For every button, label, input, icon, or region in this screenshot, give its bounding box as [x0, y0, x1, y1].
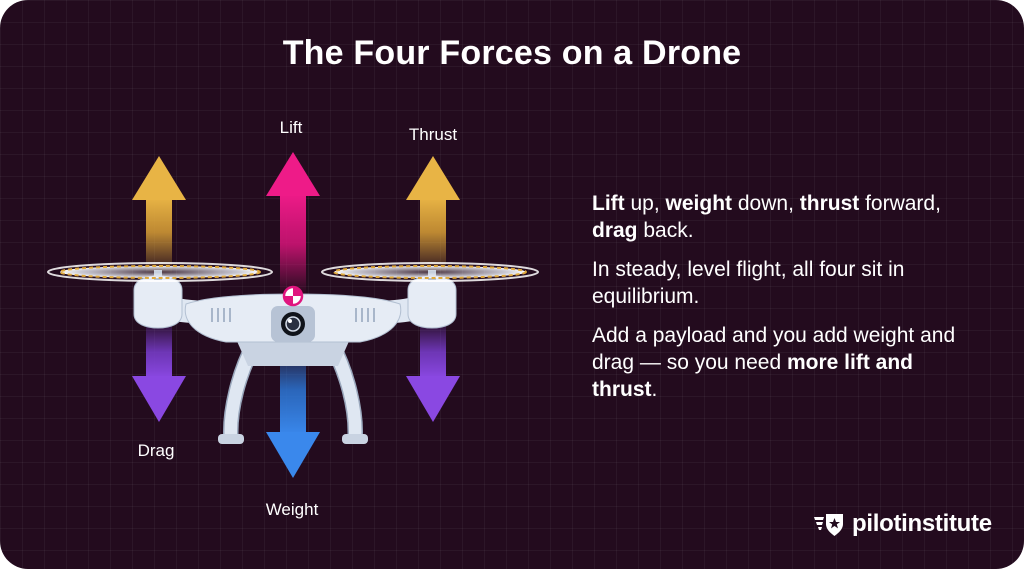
- propeller-right: [321, 262, 539, 282]
- drag-arrow-left: [132, 320, 186, 422]
- drone-illustration: [47, 262, 539, 444]
- propeller-left: [47, 262, 273, 282]
- thrust-arrow-left: [132, 156, 186, 274]
- text-run: down,: [732, 192, 800, 215]
- paragraph: Add a payload and you add weight and dra…: [592, 322, 982, 403]
- bold-text: weight: [665, 192, 733, 215]
- brand-logo: pilotinstitute: [812, 508, 992, 540]
- text-run: forward,: [859, 192, 941, 215]
- text-run: .: [651, 378, 658, 401]
- center-of-gravity-icon: [282, 285, 304, 307]
- bold-text: drag: [592, 219, 638, 242]
- winged-star-shield-icon: [814, 514, 843, 536]
- weight-label: Weight: [266, 500, 319, 519]
- drag-arrow-right: [406, 320, 460, 422]
- bold-text: thrust: [799, 192, 860, 215]
- thrust-arrow-right: [406, 156, 460, 274]
- paragraph: In steady, level flight, all four sit in…: [592, 256, 982, 310]
- text-run: up,: [624, 192, 666, 215]
- paragraph: Lift up, weight down, thrust forward, dr…: [592, 190, 982, 244]
- text-run: In steady, level flight, all four sit in…: [592, 258, 905, 308]
- lift-arrow: [266, 152, 320, 294]
- thrust-label: Thrust: [409, 125, 457, 144]
- camera: [271, 306, 315, 342]
- text-run: back.: [637, 219, 694, 242]
- drag-label: Drag: [138, 441, 175, 460]
- lift-label: Lift: [280, 118, 303, 137]
- text-run: Add a payload and you add weight and dra…: [592, 324, 956, 374]
- brand-name: pilotinstitute: [852, 510, 992, 537]
- bold-text: more lift and thrust: [592, 351, 913, 401]
- explanation-text: Lift up, weight down, thrust forward, dr…: [592, 190, 982, 415]
- bold-text: Lift: [592, 192, 625, 215]
- page-title: The Four Forces on a Drone: [282, 34, 742, 72]
